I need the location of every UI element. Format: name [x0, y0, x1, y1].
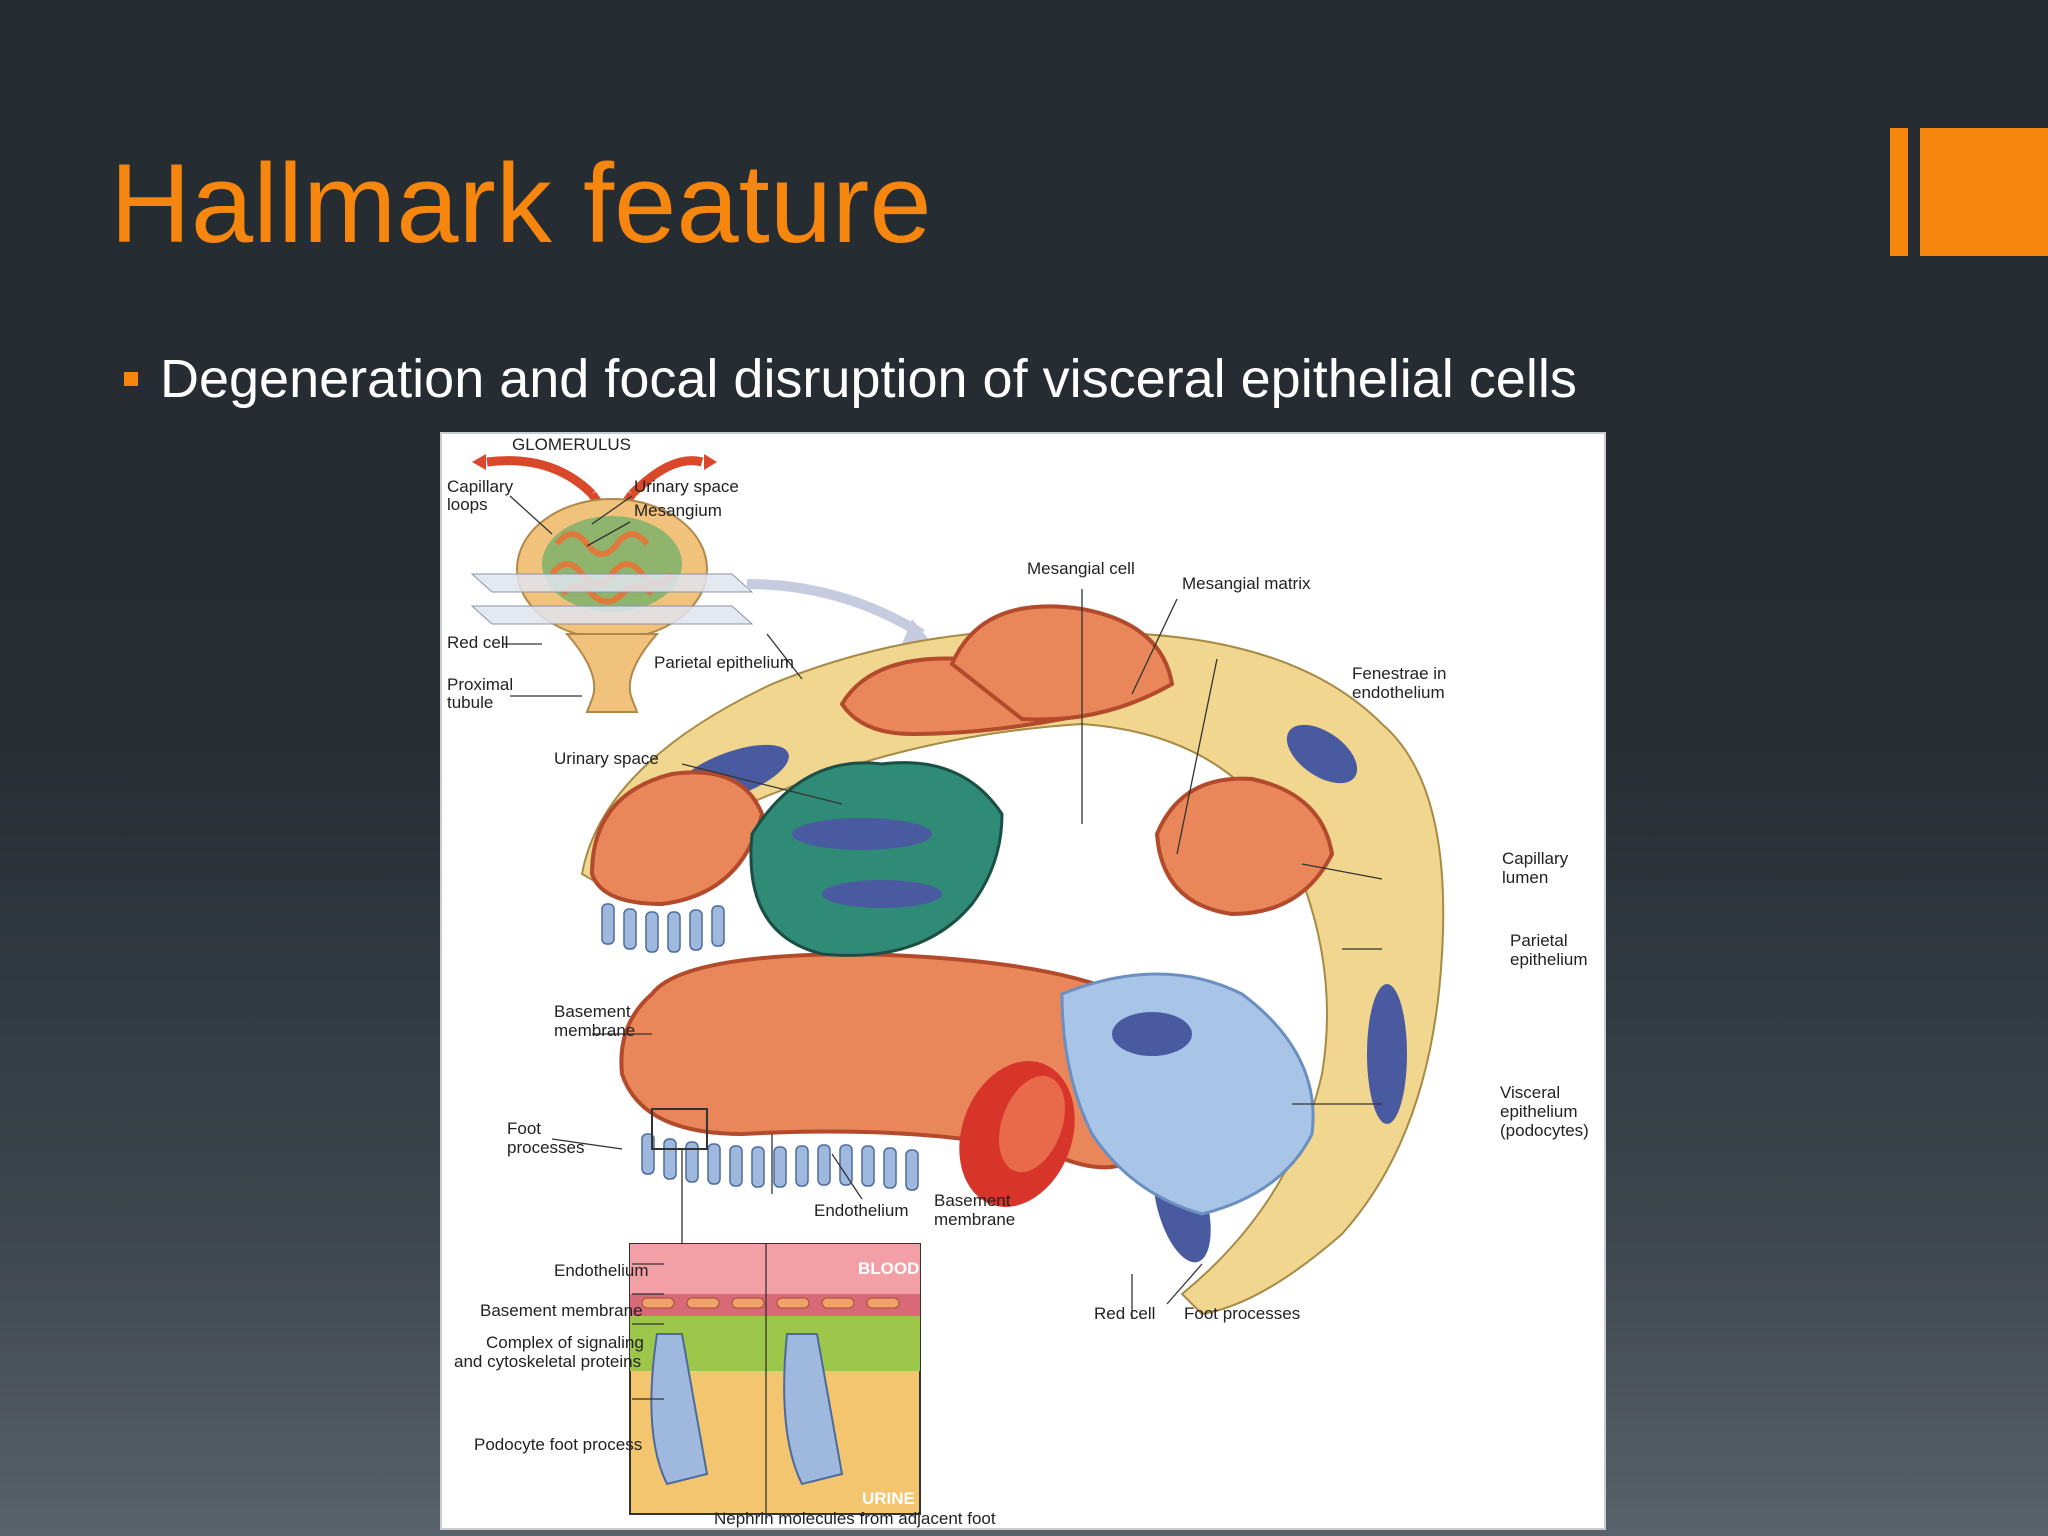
slide-title: Hallmark feature — [110, 141, 932, 266]
label-parietal-epithelium-top: Parietal epithelium — [654, 653, 794, 672]
label-basement-membrane-mid-2: membrane — [934, 1210, 1015, 1229]
accent-block — [1920, 128, 2048, 256]
accent-bar — [1890, 128, 1908, 256]
label-podocyte-foot: Podocyte foot process — [474, 1435, 642, 1454]
bullet-item: Degeneration and focal disruption of vis… — [124, 348, 1577, 410]
label-mesangial-matrix: Mesangial matrix — [1182, 574, 1311, 593]
bullet-text: Degeneration and focal disruption of vis… — [160, 349, 1577, 409]
leader-lines — [502, 495, 1383, 1400]
label-basement-membrane-left-2: membrane — [554, 1021, 635, 1040]
label-capillary-lumen-2: lumen — [1502, 868, 1548, 887]
label-urine: URINE — [862, 1489, 915, 1508]
label-urinary-space-small: Urinary space — [634, 477, 739, 496]
label-visceral-1: Visceral — [1500, 1083, 1560, 1102]
label-basement-membrane-left-1: Basement — [554, 1002, 631, 1021]
glomerulus-diagram: GLOMERULUS Capillary loops Urinary space… — [440, 432, 1606, 1530]
label-urinary-space: Urinary space — [554, 749, 659, 768]
label-proximal-tubule-1: Proximal — [447, 675, 513, 694]
label-visceral-3: (podocytes) — [1500, 1121, 1589, 1140]
label-blood: BLOOD — [858, 1259, 919, 1278]
label-fenestrae-1: Fenestrae in — [1352, 664, 1447, 683]
label-proximal-tubule-2: tubule — [447, 693, 493, 712]
label-parietal-epithelium-right-1: Parietal — [1510, 931, 1568, 950]
label-parietal-epithelium-right-2: epithelium — [1510, 950, 1588, 969]
label-nephrin: Nephrin molecules from adjacent foot — [714, 1509, 996, 1528]
label-fenestrae-2: endothelium — [1352, 683, 1445, 702]
glomerulus-overview — [470, 454, 937, 713]
label-foot-processes-left-1: Foot — [507, 1119, 541, 1138]
label-glomerulus: GLOMERULUS — [512, 435, 631, 454]
capillary-cross-section — [580, 604, 1445, 1316]
filtration-barrier-inset — [629, 1243, 921, 1516]
label-complex-1: Complex of signaling — [486, 1333, 644, 1352]
label-complex-2: and cytoskeletal proteins — [454, 1352, 641, 1371]
label-capillary-loops-1: Capillary — [447, 477, 514, 496]
label-basement-membrane-inset: Basement membrane — [480, 1301, 643, 1320]
label-capillary-lumen-1: Capillary — [1502, 849, 1569, 868]
bullet-square-icon — [124, 372, 138, 386]
label-red-cell: Red cell — [1094, 1304, 1155, 1323]
label-foot-processes-left-2: processes — [507, 1138, 584, 1157]
label-red-cell-small: Red cell — [447, 633, 508, 652]
label-mesangial-cell: Mesangial cell — [1027, 559, 1135, 578]
glomerulus-illustration: GLOMERULUS Capillary loops Urinary space… — [447, 435, 1589, 1528]
label-foot-processes: Foot processes — [1184, 1304, 1300, 1323]
label-visceral-2: epithelium — [1500, 1102, 1578, 1121]
label-endothelium-inset: Endothelium — [554, 1261, 649, 1280]
label-capillary-loops-2: loops — [447, 495, 488, 514]
label-mesangium: Mesangium — [634, 501, 722, 520]
label-basement-membrane-mid-1: Basement — [934, 1191, 1011, 1210]
label-endothelium-mid: Endothelium — [814, 1201, 909, 1220]
